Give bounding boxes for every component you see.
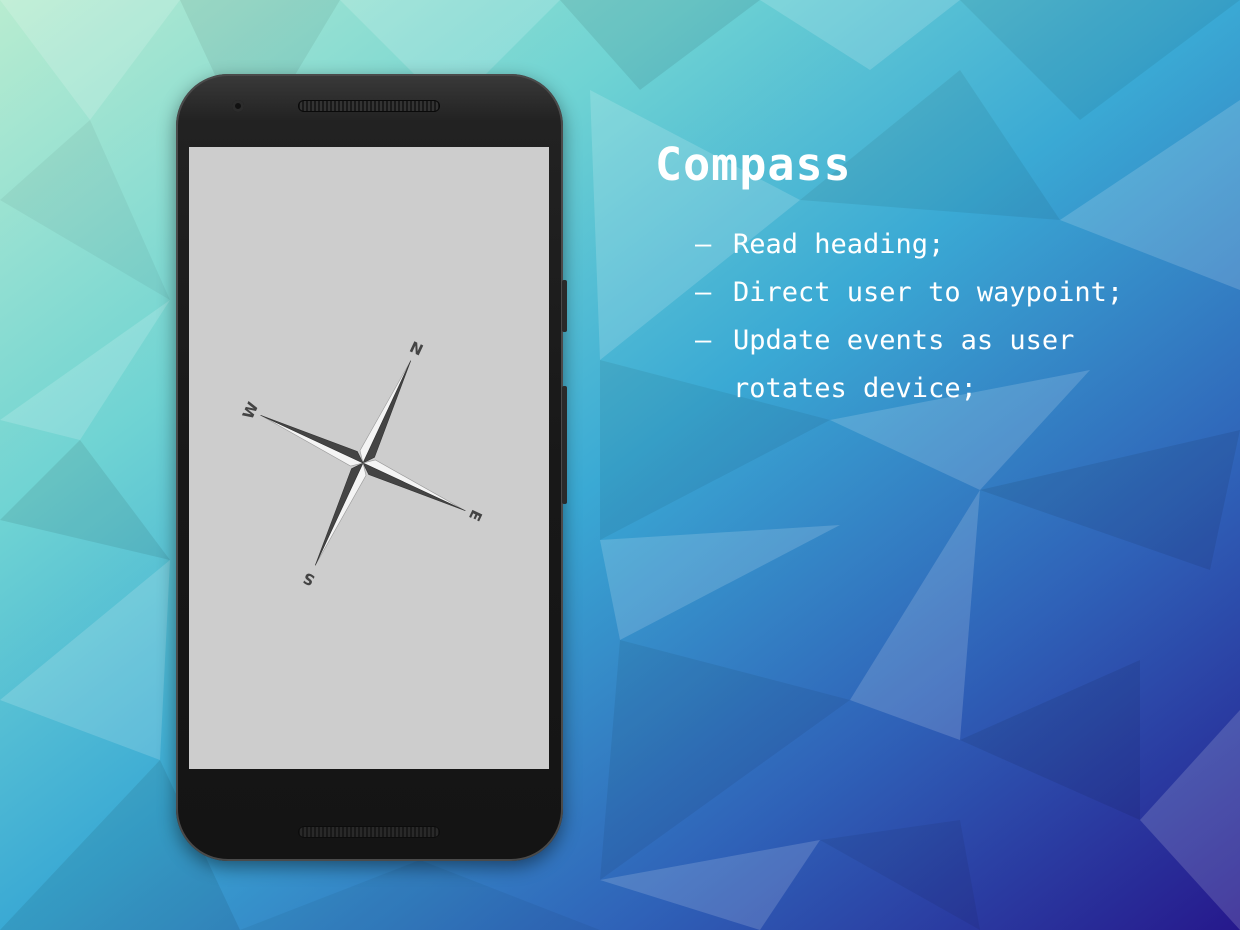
earpiece-speaker [298, 100, 440, 112]
compass-needle-west-shade [260, 414, 364, 464]
compass-rose-icon[interactable]: N E S W [189, 147, 549, 769]
compass-needle-east-shade [362, 462, 466, 512]
compass-label-south: S [300, 569, 317, 590]
compass-needle-south [314, 462, 367, 566]
feature-item-direct-user: – Direct user to waypoint; [695, 269, 1203, 317]
compass-label-west: W [239, 399, 262, 422]
feature-list: – Read heading; – Direct user to waypoin… [695, 221, 1203, 413]
compass-label-north: N [407, 338, 426, 360]
compass-label-east: E [465, 507, 486, 524]
power-button[interactable] [562, 280, 567, 332]
compass-needle-north [359, 360, 412, 464]
feature-text: Update events as user rotates device; [733, 325, 1075, 404]
compass-needle-north-shade [362, 360, 412, 464]
feature-item-update-events: – Update events as user rotates device; [695, 317, 1203, 413]
compass-needle-west [260, 414, 364, 467]
feature-text: Read heading; [733, 229, 945, 260]
compass-needle-east [362, 459, 466, 512]
front-camera-icon [232, 100, 244, 112]
dash-bullet-icon: – [695, 229, 712, 260]
feature-text: Direct user to waypoint; [733, 277, 1124, 308]
phone-frame: N E S W [176, 74, 567, 861]
volume-rocker[interactable] [562, 386, 567, 504]
dash-bullet-icon: – [695, 277, 712, 308]
dash-bullet-icon: – [695, 325, 712, 356]
phone-screen: N E S W [189, 147, 549, 769]
slide-title: Compass [655, 138, 852, 191]
feature-panel: Compass – Read heading; – Direct user to… [655, 135, 1203, 413]
compass-needle-south-shade [314, 462, 364, 566]
feature-item-read-heading: – Read heading; [695, 221, 1203, 269]
bottom-speaker [298, 826, 440, 838]
